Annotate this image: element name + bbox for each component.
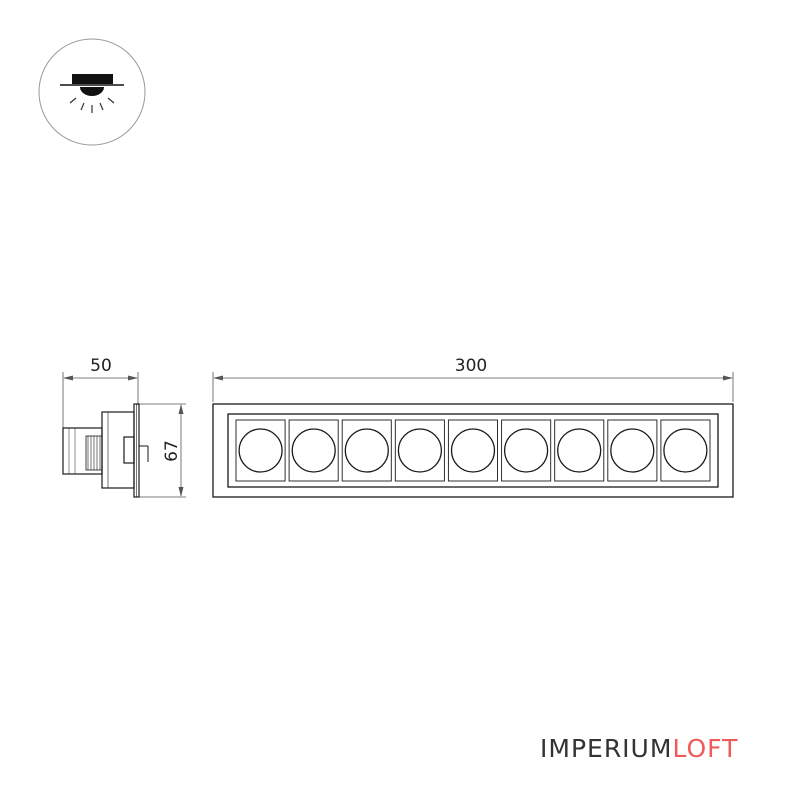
led-lens: [344, 428, 389, 473]
led-cell: [394, 419, 445, 482]
brand-name-part-2: LOFT: [672, 734, 739, 763]
led-cell: [607, 419, 658, 482]
recessed-ceiling-light-icon: [38, 38, 146, 146]
led-cell: [341, 419, 392, 482]
led-lens: [397, 428, 443, 473]
outer-frame: [212, 403, 734, 498]
led-lens: [238, 428, 283, 473]
led-cell: [447, 419, 498, 482]
led-lens: [557, 428, 602, 473]
front-view: [212, 372, 734, 498]
led-cell: [660, 419, 711, 482]
inner-trim: [227, 413, 719, 488]
led-lens: [291, 428, 336, 473]
brand-name-part-1: IMPERIUM: [540, 734, 673, 763]
led-lens: [663, 428, 708, 473]
led-lens: [450, 428, 496, 473]
led-lens: [503, 428, 549, 473]
side-view: [62, 372, 186, 498]
led-cell: [554, 419, 605, 482]
led-row: [235, 419, 711, 482]
width-dimension-label: 50: [90, 356, 112, 376]
led-cell: [235, 419, 286, 482]
brand-logo: IMPERIUMLOFT: [540, 733, 738, 765]
height-dimension-label: 67: [162, 440, 182, 462]
led-lens: [610, 428, 655, 473]
length-dimension-label: 300: [455, 356, 487, 376]
led-cell: [288, 419, 339, 482]
led-cell: [501, 419, 552, 482]
